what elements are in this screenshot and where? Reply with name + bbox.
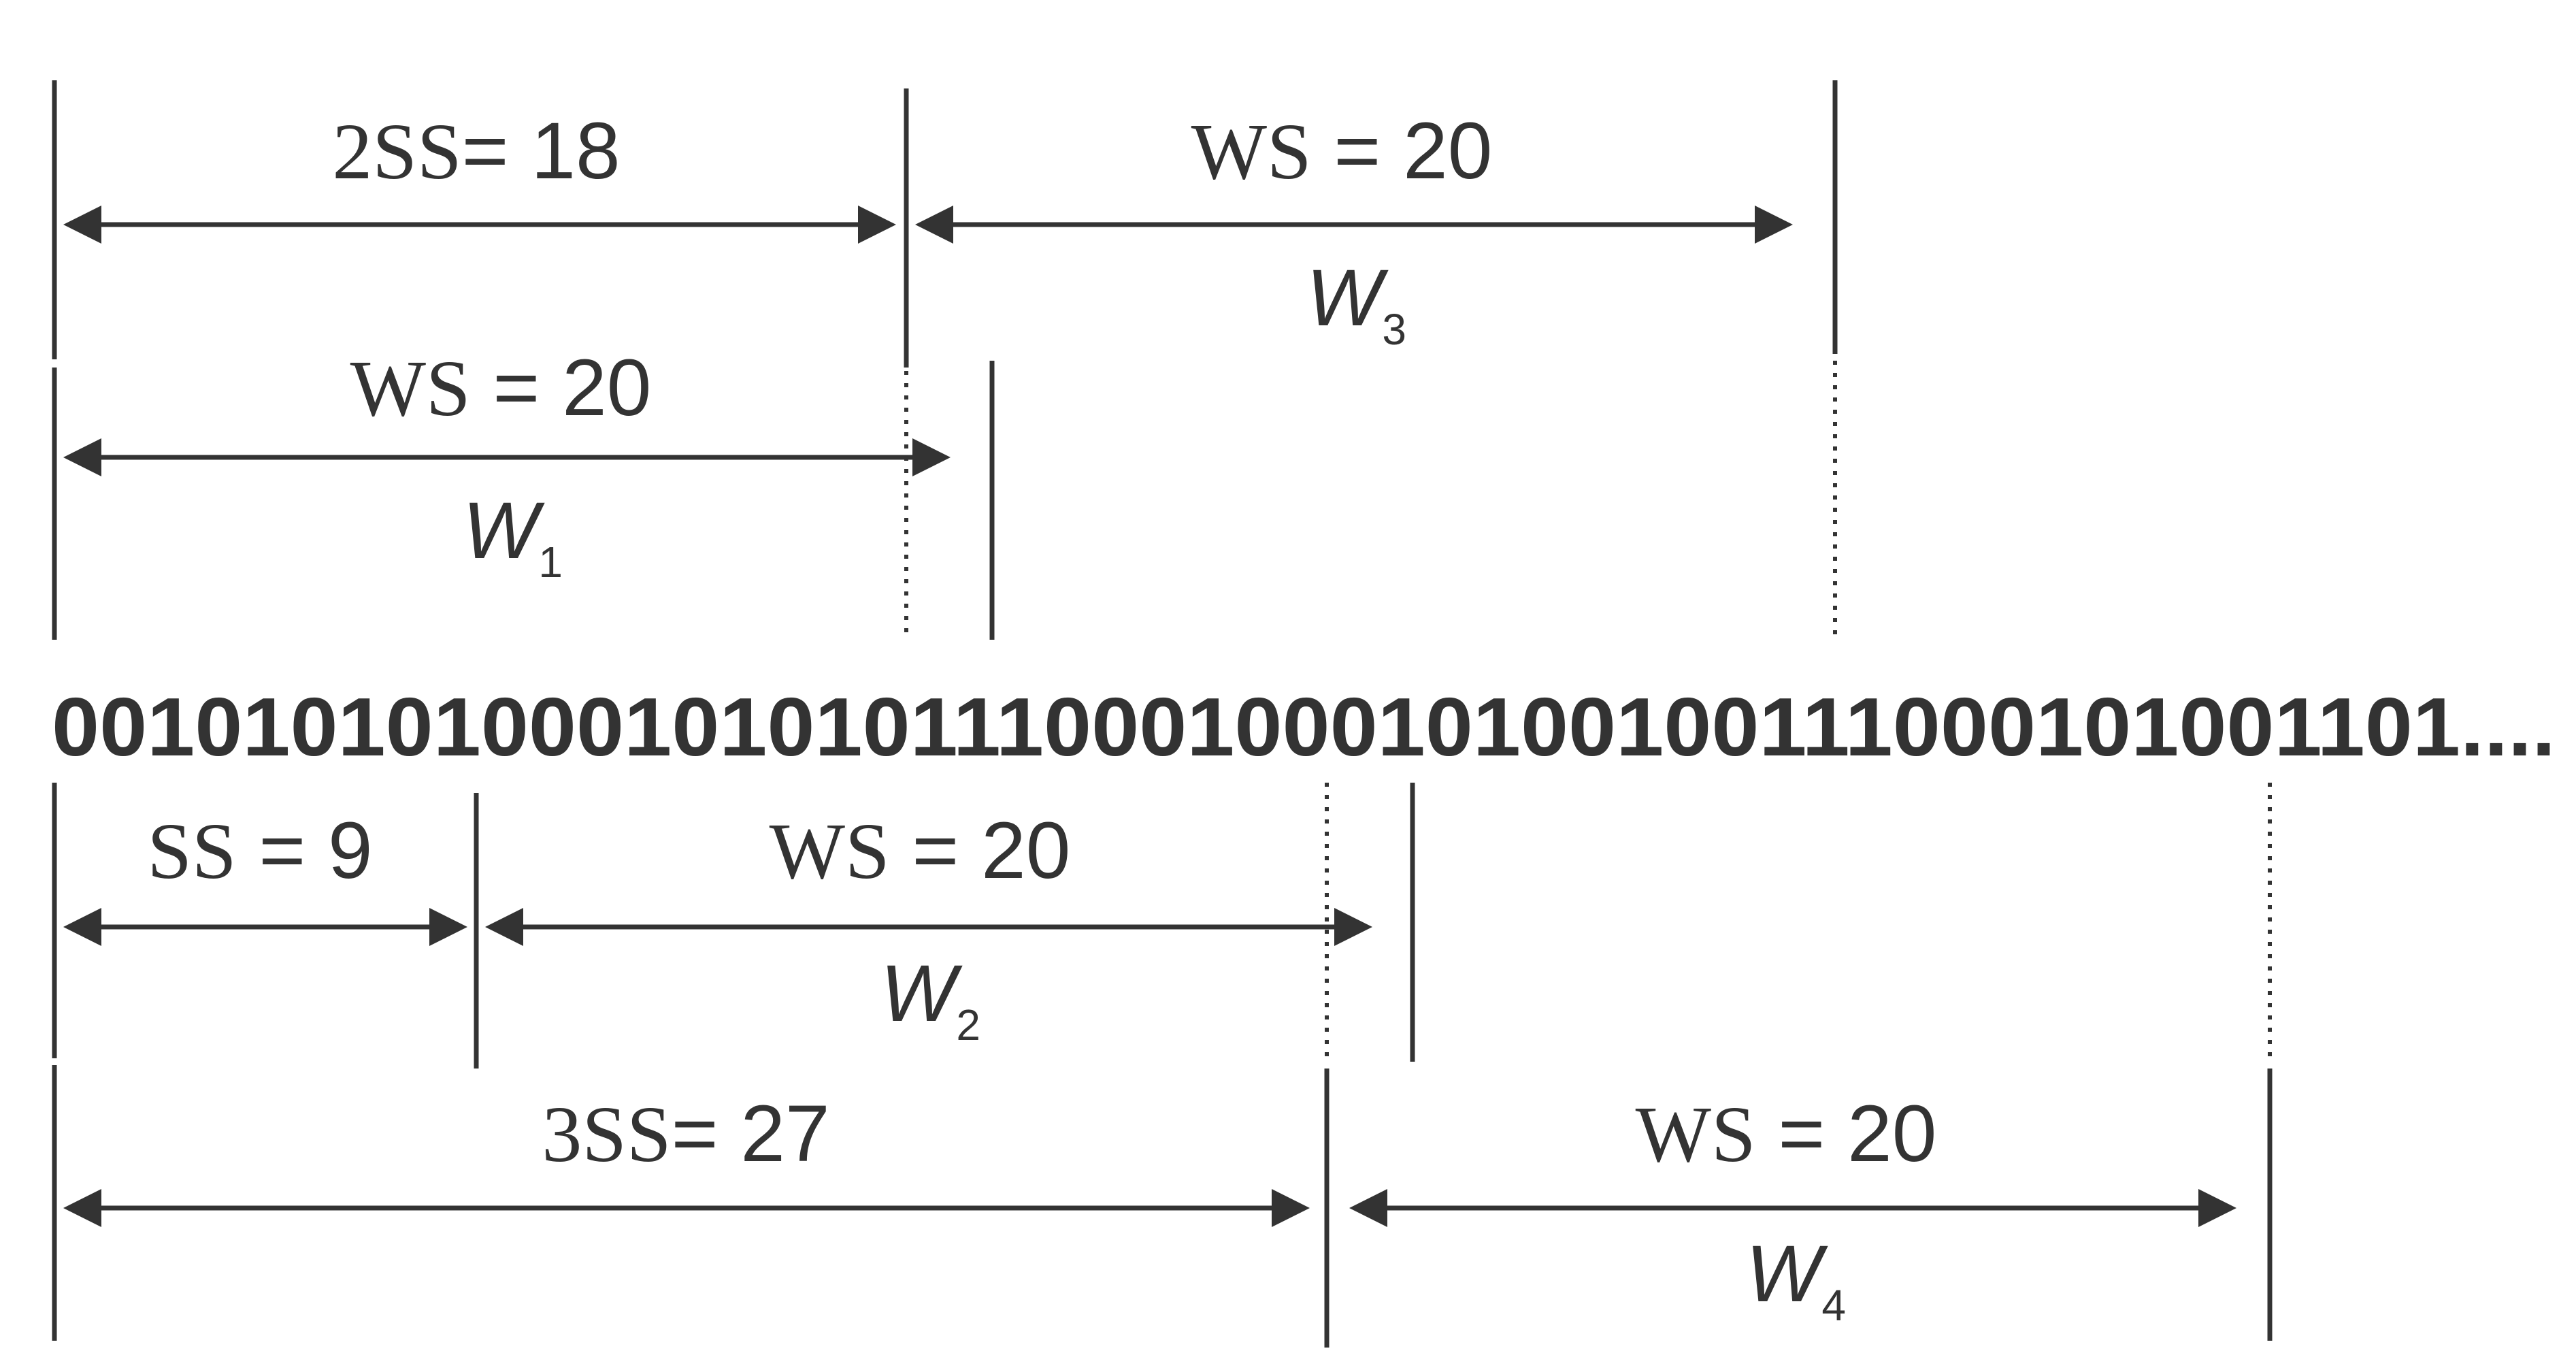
w3-window-label: W3 (1306, 253, 1406, 354)
w2-window-label: W2 (880, 949, 980, 1049)
w4-ws-label: WS = 20 (1636, 1089, 1937, 1179)
w2-ws-label: WS = 20 (770, 806, 1071, 896)
bit-sequence: 0010101010001010101110001000101001001110… (52, 681, 2556, 773)
w1-ws-label: WS = 20 (350, 343, 652, 433)
w4-window-label: W4 (1746, 1229, 1846, 1330)
3ss-label: 3SS= 27 (542, 1089, 829, 1179)
top-2ss-label: 2SS= 18 (332, 106, 620, 196)
ss-label: SS = 9 (147, 806, 372, 896)
w3-ws-label: WS = 20 (1191, 106, 1493, 196)
w1-window-label: W1 (463, 486, 563, 587)
